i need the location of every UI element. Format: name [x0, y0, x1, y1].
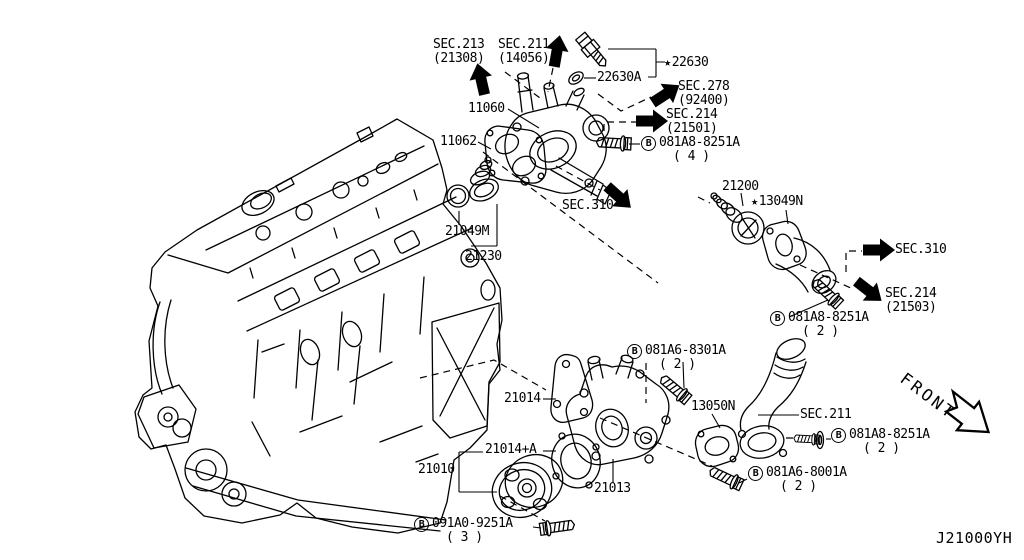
- label-sec214-21501[interactable]: SEC.214(21501): [666, 107, 718, 136]
- label-sec310-mid[interactable]: SEC.310: [562, 198, 614, 213]
- label-sec310-right[interactable]: SEC.310: [895, 242, 947, 257]
- label-part-21013[interactable]: 21013: [594, 481, 631, 496]
- label-bolt-081a8-8251a-x4[interactable]: B 081A8-8251A( 4 ): [641, 136, 740, 163]
- arrow-sec214-21503: [849, 272, 889, 310]
- dashed-leader-lines: [419, 67, 862, 522]
- front-label: FRONT: [897, 369, 960, 423]
- label-part-21014[interactable]: 21014: [504, 391, 541, 406]
- label-bolt-081a8-8251a-x2a[interactable]: B 081A8-8251A( 2 ): [770, 311, 869, 338]
- label-bolt-091a0-9251a[interactable]: B 091A0-9251A( 3 ): [414, 517, 513, 544]
- label-part-22630[interactable]: ★22630: [664, 55, 709, 70]
- label-bolt-081a8-8251a-x2b[interactable]: B 081A8-8251A( 2 ): [831, 428, 930, 455]
- section-arrows: [466, 33, 895, 310]
- label-sec278[interactable]: SEC.278(92400): [678, 79, 730, 108]
- front-arrow-icon: [943, 388, 991, 434]
- water-pump-art: [491, 353, 671, 519]
- label-part-13050n[interactable]: 13050N: [691, 399, 735, 414]
- circled-b-icon: B: [627, 344, 642, 359]
- label-part-13049n[interactable]: ★13049N: [751, 194, 803, 209]
- label-sec213[interactable]: SEC.213(21308): [433, 37, 485, 66]
- diagram-code: J21000YH: [936, 529, 1013, 547]
- circled-b-icon: B: [748, 466, 763, 481]
- label-part-21014a[interactable]: 21014+A: [485, 442, 537, 457]
- arrow-sec213: [466, 60, 496, 98]
- label-sec214-21503[interactable]: SEC.214(21503): [885, 286, 937, 315]
- label-bolt-081a6-8001a[interactable]: B 081A6-8001A( 2 ): [748, 466, 847, 493]
- circled-b-icon: B: [641, 136, 656, 151]
- water-outlet-pipe-art: [694, 338, 807, 468]
- star-icon: ★: [751, 194, 758, 208]
- circled-b-icon: B: [770, 311, 785, 326]
- label-sec211-top[interactable]: SEC.211(14056): [498, 37, 550, 66]
- label-part-21010[interactable]: 21010: [418, 462, 455, 477]
- arrow-sec310-right: [863, 238, 895, 262]
- label-part-22630a[interactable]: 22630A: [597, 70, 641, 85]
- thermostat-water-inlet-art: [710, 192, 837, 294]
- label-part-11062[interactable]: 11062: [440, 134, 477, 149]
- label-part-21230[interactable]: 21230: [465, 249, 502, 264]
- circled-b-icon: B: [831, 428, 846, 443]
- label-sec211-bottom[interactable]: SEC.211: [800, 407, 852, 422]
- star-icon: ★: [664, 55, 671, 69]
- engine-block-art: [134, 118, 503, 534]
- water-outlet-housing-art: [446, 31, 612, 208]
- label-part-21049m[interactable]: 21049M: [445, 224, 489, 239]
- label-bolt-081a6-8301a[interactable]: B 081A6-8301A( 2 ): [627, 344, 726, 371]
- label-part-21200[interactable]: 21200: [722, 179, 759, 194]
- circled-b-icon: B: [414, 517, 429, 532]
- bolts-art: [538, 133, 846, 538]
- leader-lines: [458, 48, 831, 529]
- arrow-sec214-21501: [636, 109, 668, 133]
- label-part-11060[interactable]: 11060: [468, 101, 505, 116]
